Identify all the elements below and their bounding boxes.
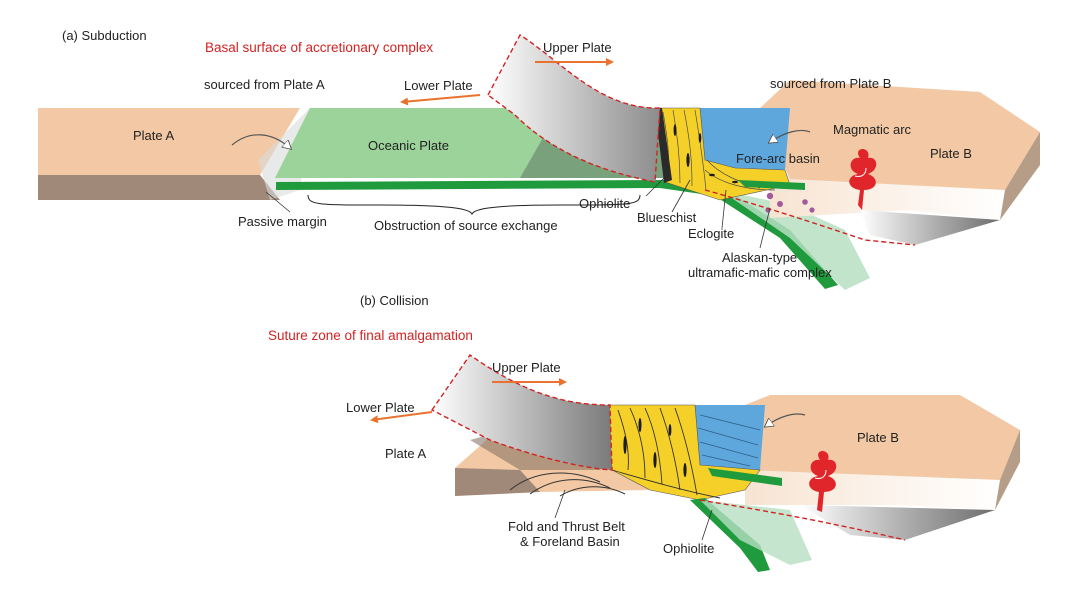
suture-foliation — [611, 407, 721, 499]
lower-plate-label-b: Lower Plate — [346, 400, 415, 415]
plate-b-top-surface — [760, 80, 1040, 200]
magmatic-arc-label: Magmatic arc — [833, 122, 912, 137]
fore-arc-b-block — [690, 405, 765, 470]
plate-a-top-surface — [38, 108, 300, 175]
magmatic-pluton-b — [809, 451, 837, 512]
panel-a-title: (a) Subduction — [62, 28, 147, 43]
obstruction-label: Obstruction of source exchange — [374, 218, 558, 233]
obstruction-brace — [307, 194, 641, 216]
plate-b-lower-zone — [770, 178, 1005, 220]
slab-lower-light — [720, 190, 870, 290]
lower-plate-arrow-b — [370, 411, 433, 424]
fore-arc-green-sliver — [738, 180, 805, 190]
fold-thrust-label-line2: & Foreland Basin — [520, 534, 620, 549]
eclogite-label: Eclogite — [688, 226, 734, 241]
suture-boundary-extension — [699, 499, 906, 541]
slab-b-light — [700, 500, 812, 565]
sourced-b-label: sourced from Plate B — [770, 76, 891, 91]
ophiolite-label-a: Ophiolite — [579, 196, 630, 211]
ophiolite-label-b: Ophiolite — [663, 541, 714, 556]
sourced-a-arrow — [231, 134, 290, 148]
plate-b-b-depth — [800, 505, 995, 540]
alaskan-label-line1: Alaskan-type — [722, 250, 797, 265]
magmatic-arc-pluton — [849, 149, 877, 210]
panel-a-subduction: (a) Subduction Basal surface of accretio… — [38, 28, 1040, 290]
basal-surface-label: Basal surface of accretionary complex — [205, 40, 433, 55]
fold-thrust-label-line1: Fold and Thrust Belt — [508, 519, 625, 534]
plate-b-source-arrow — [766, 413, 806, 426]
plate-a-b-front — [455, 468, 540, 496]
green-sliver-b — [708, 468, 782, 486]
passive-margin-label: Passive margin — [238, 214, 327, 229]
sourced-b-arrow — [770, 129, 811, 142]
plate-a-label-b: Plate A — [385, 446, 427, 461]
lower-plate-arrow — [400, 94, 481, 106]
panel-b-title: (b) Collision — [360, 293, 429, 308]
sourced-a-label: sourced from Plate A — [204, 77, 325, 92]
suture-zone-label: Suture zone of final amalgamation — [268, 328, 473, 343]
fold-thrust-belt — [509, 472, 626, 497]
fore-arc-b-striations — [697, 414, 761, 467]
plate-a-label: Plate A — [133, 128, 175, 143]
upper-plate-label-a: Upper Plate — [543, 40, 612, 55]
basal-surface-sheet — [487, 34, 661, 183]
leader-lines-a — [265, 177, 771, 249]
alaskan-label-line2: ultramafic-mafic complex — [688, 265, 832, 280]
panel-b-collision: (b) Collision Suture zone of final amalg… — [268, 293, 1020, 572]
fore-arc-basin-block — [700, 108, 790, 170]
leader-lines-b — [554, 489, 713, 541]
plate-b-front-face — [1000, 132, 1040, 220]
fore-arc-basin-label: Fore-arc basin — [736, 151, 820, 166]
suture-sheet — [430, 354, 613, 471]
oceanic-plate-label: Oceanic Plate — [368, 138, 449, 153]
plate-b-b-lower — [745, 470, 1000, 510]
lower-plate-label-a: Lower Plate — [404, 78, 473, 93]
blueschist-label: Blueschist — [637, 210, 697, 225]
plate-b-b-top — [745, 395, 1020, 480]
plate-a-front-face — [38, 175, 280, 200]
upper-plate-label-b: Upper Plate — [492, 360, 561, 375]
suture-black-lenses — [623, 418, 687, 477]
plate-b-depth-shadow — [860, 210, 1000, 245]
plate-b-b-front — [995, 430, 1020, 510]
plate-b-label-a: Plate B — [930, 146, 972, 161]
accretionary-complex — [654, 107, 791, 201]
plate-b-label-b: Plate B — [857, 430, 899, 445]
